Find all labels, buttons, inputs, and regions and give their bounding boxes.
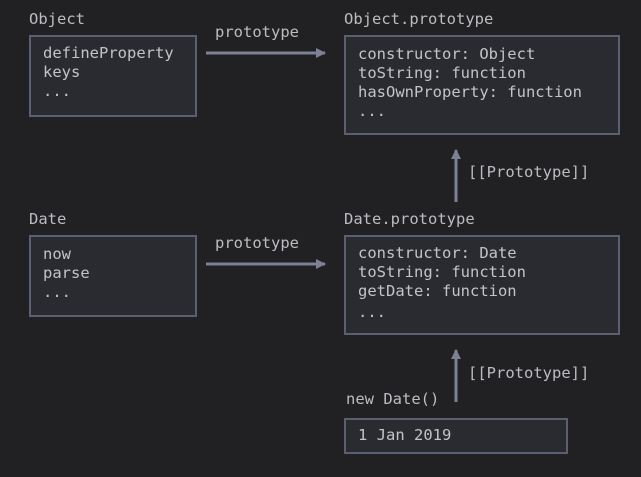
date-item: parse [43,264,90,282]
edge-label-date-prototype: prototype [215,234,299,252]
date-prototype-item: getDate: function [358,282,517,300]
object-prototype-item: hasOwnProperty: function [358,83,582,101]
date-prototype-item: constructor: Date [358,244,517,262]
edge-label-date-prototype-to-object-prototype: [[Prototype]] [468,163,590,181]
object-prototype-title: Object.prototype [344,10,494,28]
object-prototype-item: toString: function [358,64,526,82]
object-box: defineProperty keys ... [29,35,197,117]
object-item: ... [43,82,71,100]
object-item: keys [43,63,81,81]
object-title: Object [29,10,85,28]
object-item: defineProperty [43,44,174,62]
object-prototype-item: ... [358,102,386,120]
date-box: now parse ... [29,235,197,317]
instance-value: 1 Jan 2019 [358,426,452,444]
date-prototype-item: ... [358,303,386,321]
instance-title: new Date() [346,390,440,408]
date-title: Date [29,210,67,228]
object-prototype-item: constructor: Object [358,45,536,63]
object-prototype-box: constructor: Object toString: function h… [344,35,620,135]
instance-box: 1 Jan 2019 [344,418,568,454]
date-item: now [43,245,71,263]
date-prototype-box: constructor: Date toString: function get… [344,235,620,335]
date-item: ... [43,283,71,301]
date-prototype-title: Date.prototype [344,210,475,228]
edge-label-instance-to-date-prototype: [[Prototype]] [468,364,590,382]
edge-label-object-prototype: prototype [215,23,299,41]
date-prototype-item: toString: function [358,263,526,281]
